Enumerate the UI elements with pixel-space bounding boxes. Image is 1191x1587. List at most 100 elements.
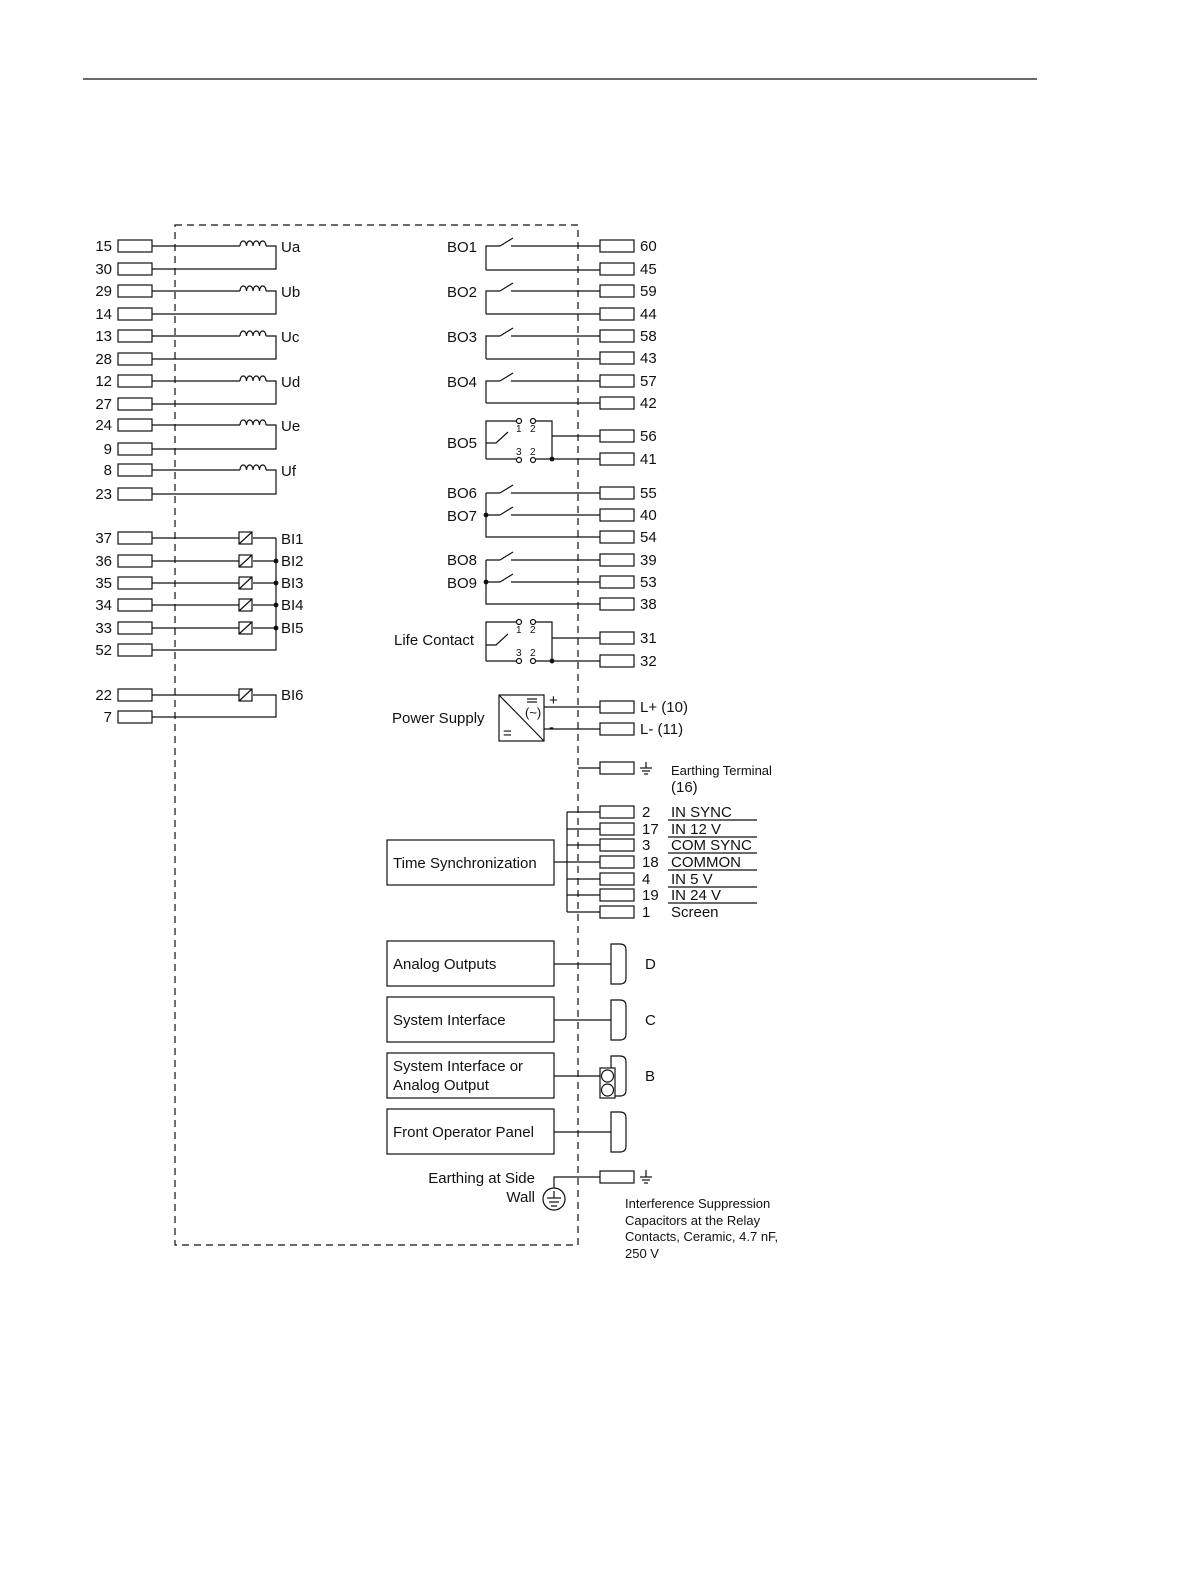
terminal-number: 41 xyxy=(640,451,657,468)
coil-icon xyxy=(239,285,267,292)
terminal-number: 55 xyxy=(640,485,657,502)
terminal-number: 34 xyxy=(95,597,112,614)
earthing-terminal-label: Earthing Terminal xyxy=(671,763,772,778)
time-sync-box xyxy=(386,839,555,886)
signal-name: IN 24 V xyxy=(671,887,721,904)
terminal-box xyxy=(599,284,635,298)
contact-wire xyxy=(485,628,509,661)
terminal-number: 37 xyxy=(95,530,112,547)
coil-icon xyxy=(239,464,267,471)
interface-label-line2: Analog Output xyxy=(393,1077,490,1094)
earthing-terminal-number: (16) xyxy=(671,779,698,796)
jumper-number: 3 xyxy=(516,447,522,458)
terminal-box xyxy=(117,463,153,477)
terminal-number: 7 xyxy=(104,709,112,726)
terminal-box xyxy=(599,486,635,500)
jumper-pin xyxy=(529,657,537,665)
terminal-box xyxy=(599,553,635,567)
terminal-box xyxy=(599,1170,635,1184)
supply-wire xyxy=(544,706,600,730)
terminal-box xyxy=(599,654,635,668)
signal-name: Screen xyxy=(671,904,719,921)
power-supply-label: Power Supply xyxy=(392,710,485,727)
wire xyxy=(152,245,277,270)
fiber-optic-connector-icon xyxy=(599,1067,616,1099)
terminal-number: 2 xyxy=(642,804,650,821)
junction-dot xyxy=(273,558,279,564)
terminal-box xyxy=(117,374,153,388)
terminal-box xyxy=(599,838,635,852)
terminal-number: 52 xyxy=(95,642,112,659)
voltage-input-ue: 24 9 Ue xyxy=(95,417,300,458)
terminal-number: 42 xyxy=(640,395,657,412)
terminal-number: 57 xyxy=(640,373,657,390)
terminal-box xyxy=(117,307,153,321)
earthing-terminal: Earthing Terminal (16) xyxy=(578,761,772,796)
wire xyxy=(152,335,277,360)
port-letter: C xyxy=(645,1012,656,1029)
input-label: BI5 xyxy=(281,620,304,637)
output-label: BO8 xyxy=(447,552,477,569)
signal-name: IN SYNC xyxy=(671,804,732,821)
terminal-box xyxy=(599,575,635,589)
terminal-number: 23 xyxy=(95,486,112,503)
terminal-number: 40 xyxy=(640,507,657,524)
time-sync: Time Synchronization 2 17 3 18 4 19 1 IN… xyxy=(386,804,757,921)
jumper-pin xyxy=(515,618,523,626)
terminal-box xyxy=(117,418,153,432)
output-label: BO6 xyxy=(447,485,477,502)
terminal-box xyxy=(117,643,153,657)
terminal-box xyxy=(117,442,153,456)
terminal-box xyxy=(599,530,635,544)
output-label: BO7 xyxy=(447,508,477,525)
input-label: Uc xyxy=(281,329,300,346)
input-label: Uf xyxy=(281,463,297,480)
jumper-pin xyxy=(515,456,523,464)
voltage-inputs: 15 30 Ua 29 14 Ub 13 28 Uc xyxy=(95,238,301,503)
junction-dot xyxy=(273,625,279,631)
terminal-number: 19 xyxy=(642,887,659,904)
signal-name: IN 12 V xyxy=(671,821,721,838)
contact-wire xyxy=(485,551,600,605)
terminal-box xyxy=(599,700,635,714)
terminal-number: 56 xyxy=(640,428,657,445)
terminal-box xyxy=(117,688,153,702)
optocoupler-icon xyxy=(238,688,253,702)
terminal-box xyxy=(117,576,153,590)
time-sync-bus xyxy=(554,811,600,913)
jumper-pin xyxy=(515,417,523,425)
port-letter: B xyxy=(645,1068,655,1085)
output-label: BO2 xyxy=(447,284,477,301)
voltage-input-ua: 15 30 Ua xyxy=(95,238,301,278)
port-letter: D xyxy=(645,956,656,973)
bo5-changeover-contact: BO5 1 2 3 2 56 41 xyxy=(447,417,657,468)
terminal-box xyxy=(599,761,635,775)
wire xyxy=(152,290,277,315)
junction-dot xyxy=(273,580,279,586)
device-enclosure xyxy=(174,224,579,1246)
junction-dot xyxy=(549,456,555,462)
note-line: Capacitors at the Relay xyxy=(625,1213,761,1228)
jumper-pin xyxy=(515,657,523,665)
terminal-box xyxy=(599,429,635,443)
input-label: BI3 xyxy=(281,575,304,592)
terminal-box xyxy=(117,397,153,411)
terminal-box xyxy=(599,396,635,410)
terminal-number: 22 xyxy=(95,687,112,704)
jumper-number: 2 xyxy=(530,625,536,636)
terminal-number: 33 xyxy=(95,620,112,637)
input-label: BI6 xyxy=(281,687,304,704)
wire xyxy=(152,694,277,718)
terminal-number: 60 xyxy=(640,238,657,255)
terminal-number: 53 xyxy=(640,574,657,591)
system-interface-or-analog-box xyxy=(386,1052,555,1099)
ac-symbol: (~) xyxy=(525,705,541,720)
jumper-pin xyxy=(529,417,537,425)
voltage-input-ud: 12 27 Ud xyxy=(95,373,300,413)
jumper-pin xyxy=(529,618,537,626)
earthing-side-wall-label-line2: Wall xyxy=(506,1189,535,1206)
optocoupler-icon xyxy=(238,621,253,635)
dsub-connector-icon xyxy=(610,1055,627,1097)
terminal-box xyxy=(117,262,153,276)
contact-wire xyxy=(485,420,600,460)
